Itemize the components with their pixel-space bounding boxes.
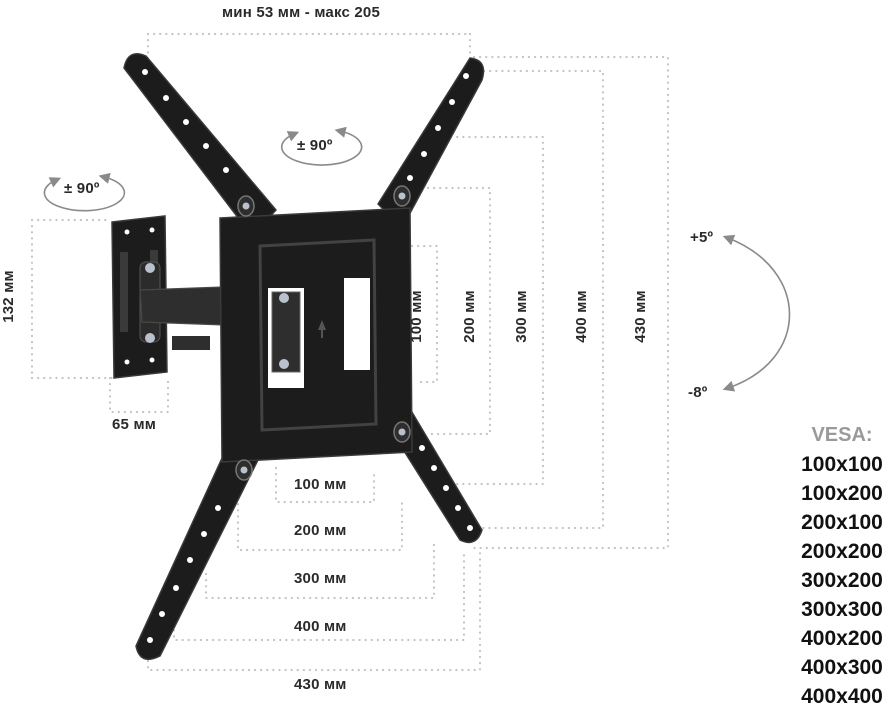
- vesa-item: 200x200: [801, 540, 883, 563]
- vesa-item: 400x400: [801, 685, 883, 708]
- vesa-title: VESA:: [811, 424, 873, 446]
- horizontal-100-label: 100 мм: [294, 476, 347, 493]
- guide-v200: [426, 186, 492, 436]
- vesa-item: 400x300: [801, 656, 883, 679]
- horizontal-300-label: 300 мм: [294, 570, 347, 587]
- guide-h430: [146, 546, 482, 672]
- guide-v430: [472, 55, 670, 550]
- wall-plate-hole: [124, 229, 130, 235]
- wall-width-label: 65 мм: [112, 416, 157, 433]
- hinge-bolt: [145, 333, 155, 343]
- rotation-arcs: [43, 126, 791, 392]
- rotate-wall-arc: [43, 172, 126, 212]
- center-window-right: [344, 278, 370, 370]
- dimension-guides: [30, 32, 670, 672]
- tilt-bracket: [271, 291, 301, 373]
- arm-holes: [142, 69, 473, 643]
- arm-bolts: [235, 185, 411, 481]
- horizontal-400-label: 400 мм: [294, 618, 347, 635]
- vesa-item: 400x200: [801, 627, 883, 650]
- guide-v400: [474, 69, 605, 530]
- wall-plate-hole: [149, 227, 155, 233]
- vertical-100-label: 100 мм: [407, 290, 425, 343]
- tilt-bolt: [279, 359, 289, 369]
- arm-bottom-left: [135, 431, 261, 661]
- guide-h300: [204, 538, 436, 600]
- vesa-item: 100x100: [801, 453, 883, 476]
- tilt-bolt: [279, 293, 289, 303]
- tilt-down-label: -8º: [688, 384, 708, 401]
- depth-range-label: мин 53 мм - макс 205: [222, 4, 381, 21]
- vesa-item: 300x300: [801, 598, 883, 621]
- arm-foot: [172, 336, 210, 350]
- horizontal-430-label: 430 мм: [294, 676, 347, 693]
- rotate-plate-arc: [280, 126, 363, 166]
- tilt-up-label: +5º: [690, 229, 714, 246]
- wall-bracket: [111, 215, 253, 379]
- horizontal-200-label: 200 мм: [294, 522, 347, 539]
- hinge-bolt: [145, 263, 155, 273]
- wall-plate-hole: [124, 359, 130, 365]
- arm-top-left: [123, 53, 277, 237]
- center-plate: [219, 207, 413, 463]
- wall-height-label: 132 мм: [0, 270, 17, 323]
- vesa-item: 100x200: [801, 482, 883, 505]
- wall-plate-slot-left: [120, 252, 128, 332]
- depth-guide: [146, 32, 472, 64]
- tilt-arc: [722, 234, 791, 392]
- vertical-430-label: 430 мм: [631, 290, 649, 343]
- arm-top-right: [377, 57, 485, 229]
- vertical-200-label: 200 мм: [460, 290, 478, 343]
- wall-plate-hole: [149, 357, 155, 363]
- vertical-400-label: 400 мм: [572, 290, 590, 343]
- vesa-item: 300x200: [801, 569, 883, 592]
- up-arrow: [318, 320, 326, 338]
- guide-v300: [443, 135, 545, 486]
- guide-h200: [236, 490, 404, 552]
- vesa-item: 200x100: [801, 511, 883, 534]
- vertical-300-label: 300 мм: [512, 290, 530, 343]
- guide-h100: [274, 466, 376, 504]
- rotate-plate-label: ± 90º: [297, 137, 333, 154]
- guide-wall-height: [30, 218, 114, 380]
- guide-wall-width: [108, 376, 170, 414]
- rotate-wall-label: ± 90º: [64, 180, 100, 197]
- guide-v100: [410, 244, 439, 384]
- vesa-compatibility-list: VESA: 100x100 100x200 200x100 200x200 30…: [788, 424, 896, 711]
